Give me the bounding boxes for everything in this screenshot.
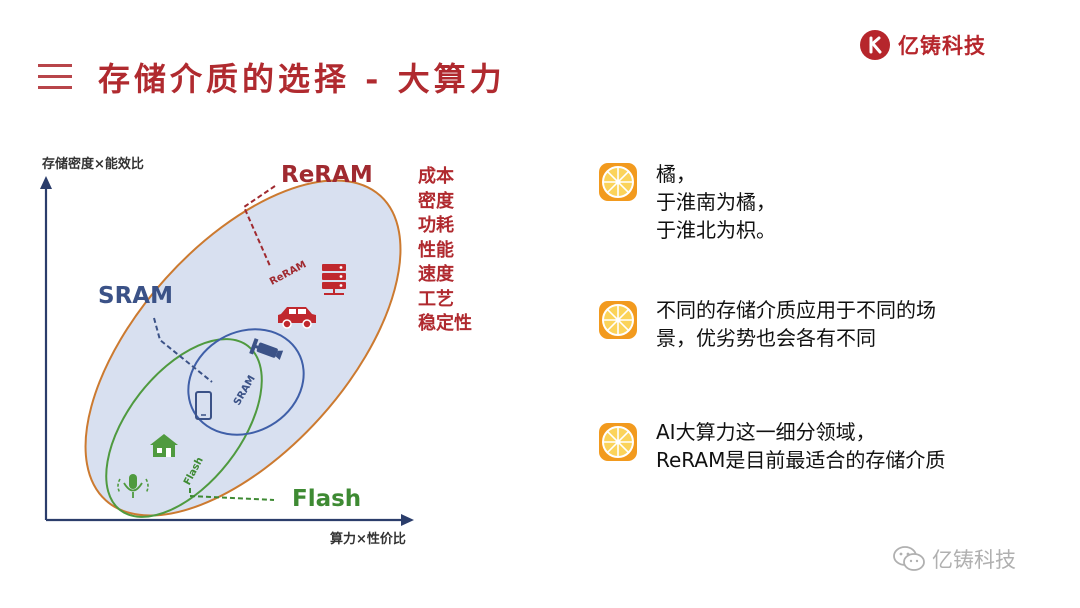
attribute-item: 速度	[418, 264, 454, 285]
attribute-item: 稳定性	[418, 313, 472, 334]
orange-slice-icon	[599, 423, 637, 461]
orange-slice-icon	[599, 301, 637, 339]
reram-label: ReRAM	[281, 162, 373, 188]
flash-ellipse	[105, 338, 263, 518]
x-axis-label: 算力×性价比	[330, 532, 406, 547]
watermark: 亿铸科技	[892, 544, 1016, 574]
sram-ellipse	[187, 328, 305, 436]
attribute-item: 功耗	[418, 215, 454, 236]
sram-leader-line	[153, 317, 213, 383]
wechat-icon	[893, 546, 925, 571]
bullet-item: 橘， 于淮南为橘， 于淮北为枳。	[598, 162, 776, 244]
server-icon	[322, 264, 346, 295]
reram-ellipse	[84, 179, 402, 517]
phone-icon	[195, 391, 212, 420]
bullet-text: 不同的存储介质应用于不同的场 景，优劣势也会各有不同	[656, 298, 936, 350]
bullet-item: AI大算力这一细分领域， ReRAM是目前最适合的存储介质	[598, 420, 945, 474]
camera-icon	[249, 338, 284, 360]
company-logo: 亿铸科技	[860, 28, 986, 62]
bullet-text: AI大算力这一细分领域， ReRAM是目前最适合的存储介质	[656, 420, 946, 472]
reram-leader-line	[242, 185, 276, 267]
attribute-item: 成本	[418, 166, 454, 187]
house-icon	[150, 434, 178, 457]
page-title: 存储介质的选择 - 大算力	[98, 60, 506, 98]
logo-text: 亿铸科技	[898, 34, 986, 58]
watermark-text: 亿铸科技	[932, 548, 1016, 572]
logo-mark-icon	[860, 30, 890, 60]
flash-label: Flash	[292, 486, 362, 512]
bullet-item: 不同的存储介质应用于不同的场 景，优劣势也会各有不同	[598, 298, 936, 352]
orange-slice-icon	[599, 163, 637, 201]
flash-leader-line	[189, 488, 275, 501]
bullet-text: 橘， 于淮南为橘， 于淮北为枳。	[656, 162, 776, 242]
attribute-item: 性能	[418, 239, 454, 261]
menu-icon	[38, 64, 72, 90]
microphone-icon	[117, 474, 149, 498]
y-axis	[40, 176, 52, 520]
sram-label: SRAM	[98, 283, 173, 309]
attribute-list: 成本 密度 功耗 性能 速度 工艺 稳定性	[418, 165, 472, 337]
attribute-item: 工艺	[418, 288, 454, 310]
y-axis-label: 存储密度×能效比	[42, 157, 144, 172]
car-icon	[278, 307, 316, 329]
attribute-item: 密度	[418, 190, 454, 212]
x-axis	[46, 514, 414, 526]
